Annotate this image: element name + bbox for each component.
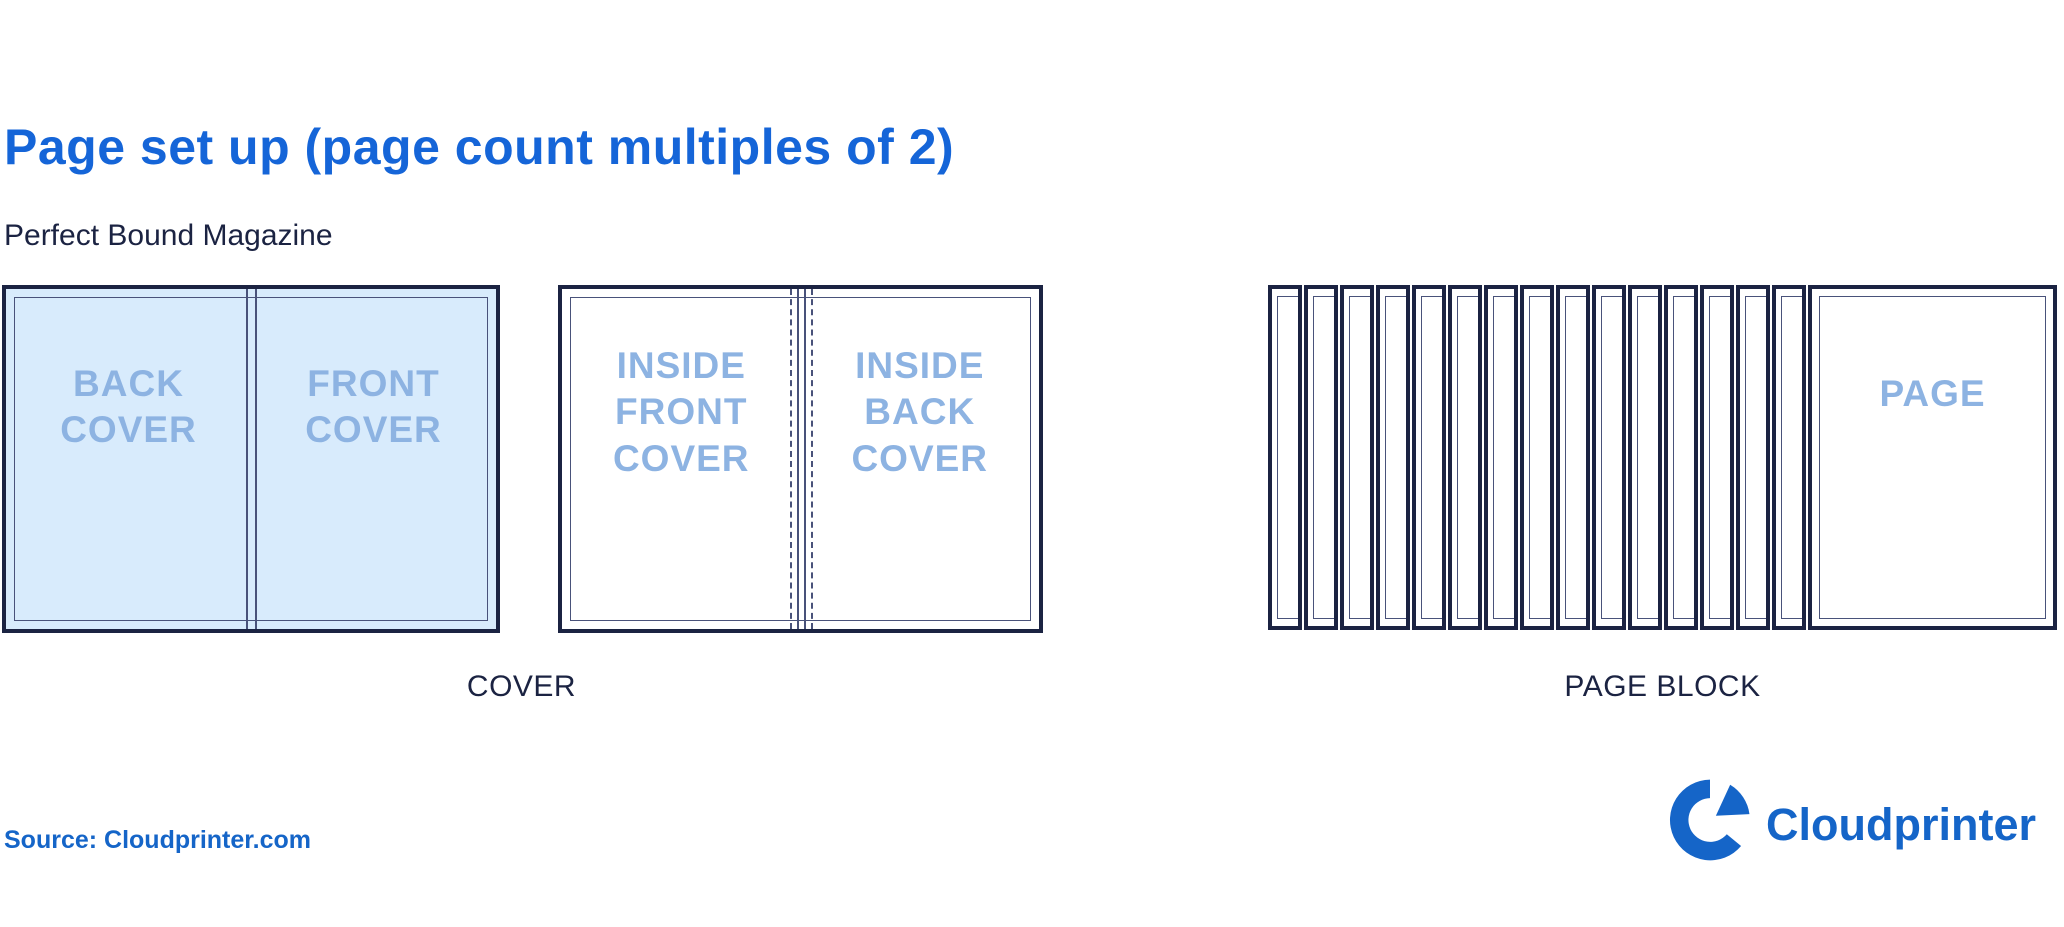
trim-border — [1781, 296, 1802, 619]
page-full: PAGE — [1808, 285, 2057, 630]
trim-border — [1349, 296, 1370, 619]
page-sliver — [1592, 285, 1626, 630]
inside-back-cover-panel: INSIDE BACK COVER — [801, 289, 1040, 629]
page-sliver — [1376, 285, 1410, 630]
page-block: PAGE — [1268, 285, 2057, 630]
spine-fold-dashed-line — [789, 289, 792, 629]
cloudprinter-c-icon — [1668, 778, 1752, 867]
page-sliver — [1340, 285, 1374, 630]
cover-caption: COVER — [466, 670, 577, 703]
cloudprinter-logo: Cloudprinter — [1668, 778, 2036, 867]
trim-border — [1313, 296, 1334, 619]
page-sliver — [1664, 285, 1698, 630]
page-sliver — [1268, 285, 1302, 630]
trim-border — [1745, 296, 1766, 619]
trim-border — [1529, 296, 1550, 619]
trim-border — [1385, 296, 1406, 619]
page-title: Page set up (page count multiples of 2) — [4, 118, 955, 175]
front-cover-label: FRONT COVER — [305, 363, 442, 451]
inside-front-cover-panel: INSIDE FRONT COVER — [562, 289, 801, 629]
trim-border — [1709, 296, 1730, 619]
page-sliver — [1304, 285, 1338, 630]
page-sliver — [1772, 285, 1806, 630]
trim-border — [1637, 296, 1658, 619]
page-sliver — [1628, 285, 1662, 630]
spine-fold-dashed-line — [810, 289, 813, 629]
page-block-caption: PAGE BLOCK — [1564, 670, 1761, 703]
trim-border — [1673, 296, 1694, 619]
cover-outside-spread: BACK COVER FRONT COVER — [2, 285, 500, 633]
trim-border — [1565, 296, 1586, 619]
front-cover-panel: FRONT COVER — [251, 289, 496, 629]
cover-inside-spread: INSIDE FRONT COVER INSIDE BACK COVER — [558, 285, 1043, 633]
page-sliver — [1448, 285, 1482, 630]
spine-line — [796, 289, 799, 629]
page-sliver — [1412, 285, 1446, 630]
page-sliver — [1556, 285, 1590, 630]
page-label: PAGE — [1879, 373, 1986, 414]
back-cover-label: BACK COVER — [60, 363, 197, 451]
trim-border — [1457, 296, 1478, 619]
page-sliver — [1484, 285, 1518, 630]
inside-front-cover-label: INSIDE FRONT COVER — [612, 345, 750, 479]
source-credit: Source: Cloudprinter.com — [4, 826, 311, 854]
back-cover-panel: BACK COVER — [6, 289, 251, 629]
trim-border — [1493, 296, 1514, 619]
trim-border — [1819, 296, 2046, 619]
spine-line — [803, 289, 806, 629]
inside-back-cover-label: INSIDE BACK COVER — [851, 345, 989, 479]
trim-border — [1421, 296, 1442, 619]
page-sliver — [1736, 285, 1770, 630]
subtitle: Perfect Bound Magazine — [4, 219, 333, 252]
cloudprinter-logo-text: Cloudprinter — [1766, 799, 2036, 850]
page-sliver — [1700, 285, 1734, 630]
trim-border — [1601, 296, 1622, 619]
spine-line — [246, 289, 248, 629]
page-sliver — [1520, 285, 1554, 630]
trim-border — [1277, 296, 1298, 619]
spine-line — [255, 289, 257, 629]
